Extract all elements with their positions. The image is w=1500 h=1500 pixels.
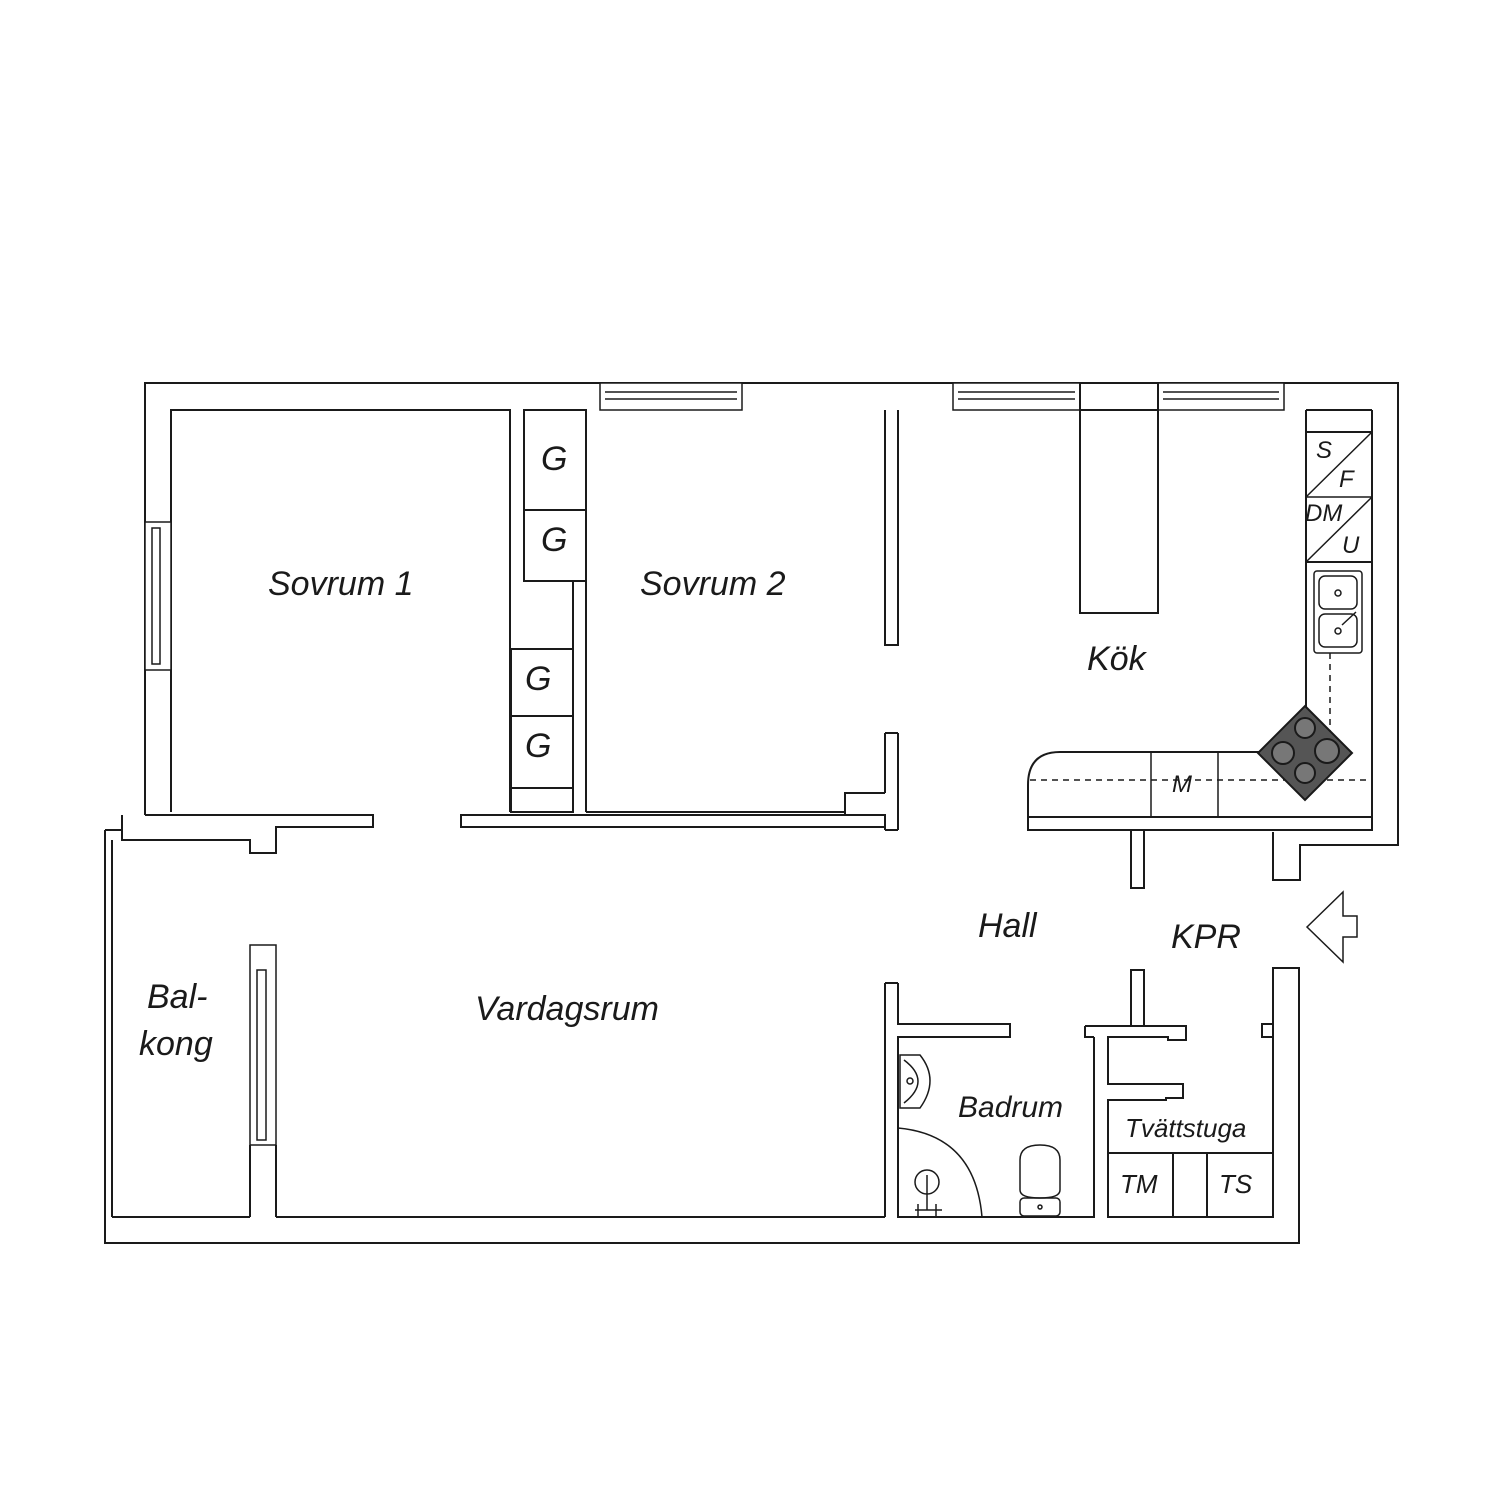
dryer-label: TS	[1219, 1169, 1253, 1199]
inner-wall-outline	[170, 409, 511, 812]
left-window	[144, 521, 172, 671]
bathroom	[884, 982, 1095, 1218]
wardrobe-label: G	[525, 727, 551, 765]
oven-label: U	[1342, 532, 1360, 559]
balcony-window	[249, 944, 277, 1217]
room-label-balkong-line2: kong	[139, 1025, 213, 1063]
kitchen-column	[1079, 409, 1159, 614]
fixture-labels: G G G G S F DM U M TM TS	[525, 437, 1360, 1199]
room-label-sovrum-2: Sovrum 2	[640, 565, 786, 603]
room-label-sovrum-1: Sovrum 1	[268, 565, 414, 603]
freezer-label: S	[1316, 437, 1332, 464]
window	[952, 382, 1081, 411]
laundry	[1084, 1023, 1274, 1218]
entrance-arrow-icon	[1305, 890, 1358, 964]
room-label-balkong-line1: Bal-	[147, 978, 207, 1016]
microwave-label: M	[1172, 771, 1192, 798]
window	[599, 382, 743, 411]
sink	[1313, 570, 1363, 654]
wardrobe-label: G	[541, 521, 567, 559]
room-label-kok: Kök	[1087, 640, 1148, 678]
washbasin	[899, 1054, 931, 1109]
wardrobes	[510, 409, 587, 813]
washing-machine	[1107, 1152, 1174, 1218]
washing-machine-label: TM	[1120, 1169, 1158, 1199]
room-label-badrum: Badrum	[958, 1091, 1063, 1124]
wardrobe-label: G	[541, 440, 567, 478]
dishwasher-label: DM	[1305, 500, 1342, 527]
dryer	[1206, 1152, 1274, 1218]
outer-wall-outline	[144, 382, 1399, 881]
fridge-label: F	[1339, 466, 1355, 493]
room-label-tvattstuga: Tvättstuga	[1125, 1113, 1246, 1143]
kitchen	[1027, 409, 1373, 831]
window	[1157, 382, 1285, 411]
hall-walls	[1130, 829, 1145, 1027]
room-label-vardagsrum: Vardagsrum	[475, 990, 659, 1028]
wardrobe	[523, 509, 587, 582]
shower	[897, 1127, 983, 1218]
stove	[1256, 704, 1354, 802]
toilet	[1019, 1144, 1061, 1199]
room-label-hall: Hall	[978, 907, 1038, 945]
top-windows	[599, 382, 1285, 614]
interior-walls	[121, 410, 899, 854]
room-label-kpr: KPR	[1171, 918, 1241, 956]
wardrobe	[510, 715, 574, 789]
wardrobe-label: G	[525, 660, 551, 698]
room-labels: Sovrum 1 Sovrum 2 Kök Hall KPR Vardagsru…	[139, 565, 1246, 1143]
